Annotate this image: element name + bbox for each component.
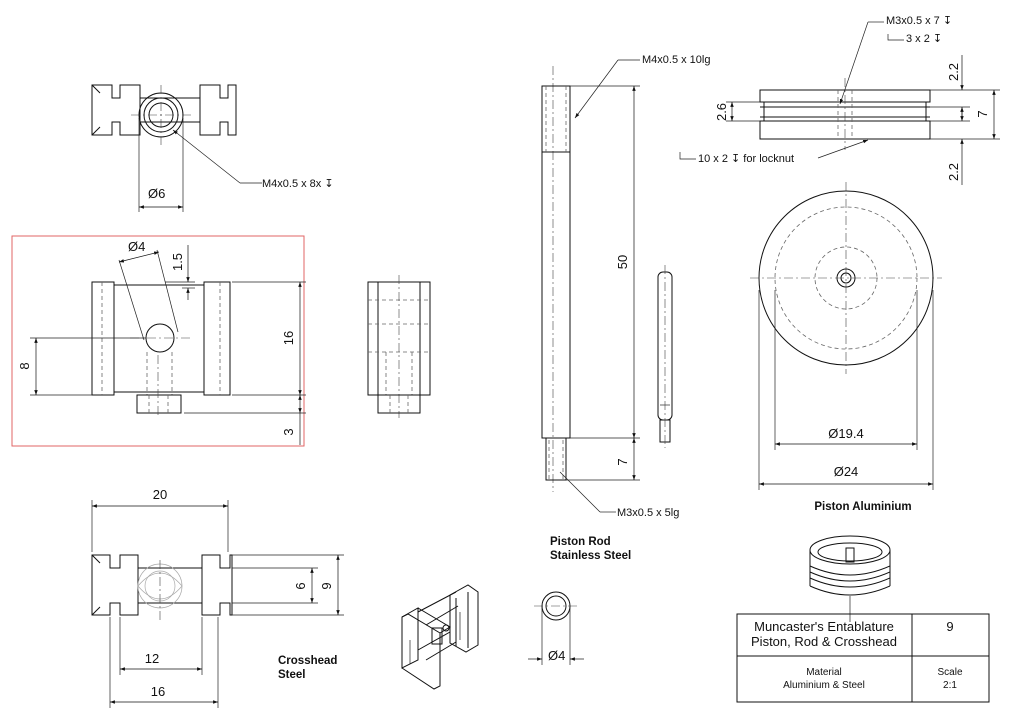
dim-6: 6: [293, 582, 308, 589]
material-label: Material: [806, 667, 842, 678]
piston-front-view: Ø19.4 Ø24: [750, 182, 942, 490]
crosshead-side-view: [367, 275, 431, 418]
note-m4-8x: M4x0.5 x 8x ↧: [262, 178, 334, 190]
title-block: Muncaster's Entablature Piston, Rod & Cr…: [736, 613, 990, 703]
dim-2-2-bottom: 2.2: [946, 163, 961, 181]
crosshead-top-view: Ø6 M4x0.5 x 8x ↧: [91, 84, 334, 212]
dim-12: 12: [145, 651, 159, 666]
piston-rod-label-line2: Stainless Steel: [550, 550, 631, 562]
piston-rod-view: 50 7 M4x0.5 x 10lg M3x0.5 x 5lg: [541, 54, 710, 519]
dim-diameter-4-bottom: Ø4: [548, 648, 565, 663]
piston-rod-label-line1: Piston Rod: [550, 536, 611, 548]
note-locknut: 10 x 2 ↧ for locknut: [698, 153, 794, 165]
scale-label: Scale: [937, 667, 962, 678]
material-value: Aluminium & Steel: [783, 680, 865, 691]
crosshead-bottom-view: 20 12 16 6 9: [91, 487, 344, 708]
piston-label: Piston Aluminium: [814, 501, 911, 513]
crosshead-isometric: [401, 584, 479, 690]
dim-7-rod: 7: [615, 458, 630, 465]
crosshead-label-line2: Steel: [278, 669, 306, 681]
dim-50: 50: [615, 255, 630, 269]
piston-isometric: [809, 535, 891, 622]
dim-diameter-4-top: Ø4: [128, 239, 145, 254]
scale-value: 2:1: [943, 680, 957, 691]
crosshead-label-line1: Crosshead: [278, 655, 337, 667]
dim-7-piston: 7: [975, 110, 990, 117]
note-m3-5lg: M3x0.5 x 5lg: [617, 507, 679, 519]
title-line-2: Piston, Rod & Crosshead: [751, 634, 897, 649]
dim-2-6: 2.6: [714, 103, 729, 121]
note-m4-10lg: M4x0.5 x 10lg: [642, 54, 710, 66]
piston-rod-side-view: [657, 265, 673, 448]
sheet-number: 9: [946, 619, 953, 634]
dim-2-2-top: 2.2: [946, 63, 961, 81]
piston-side-view: 7 2.2 2.2 2.6 M3x0.5 x 7 ↧ 3 x 2 ↧ 10 x …: [679, 15, 1000, 185]
selection-box[interactable]: [11, 235, 305, 447]
note-m3-7: M3x0.5 x 7 ↧: [886, 15, 952, 27]
dim-20: 20: [153, 487, 167, 502]
crosshead-front-view: Ø4 1.5 16 8 3: [17, 239, 306, 445]
dim-3: 3: [281, 428, 296, 435]
dim-9: 9: [319, 582, 334, 589]
piston-rod-end-view: Ø4: [528, 591, 584, 665]
dim-8: 8: [17, 362, 32, 369]
dim-diameter-19-4: Ø19.4: [828, 426, 863, 441]
dim-1-5: 1.5: [170, 253, 185, 271]
dim-diameter-24: Ø24: [834, 464, 859, 479]
dim-16-vertical: 16: [281, 331, 296, 345]
dim-16-horizontal: 16: [151, 684, 165, 699]
note-counterbore: 3 x 2 ↧: [906, 33, 942, 45]
title-line-1: Muncaster's Entablature: [754, 619, 894, 634]
dim-diameter-6: Ø6: [148, 186, 165, 201]
